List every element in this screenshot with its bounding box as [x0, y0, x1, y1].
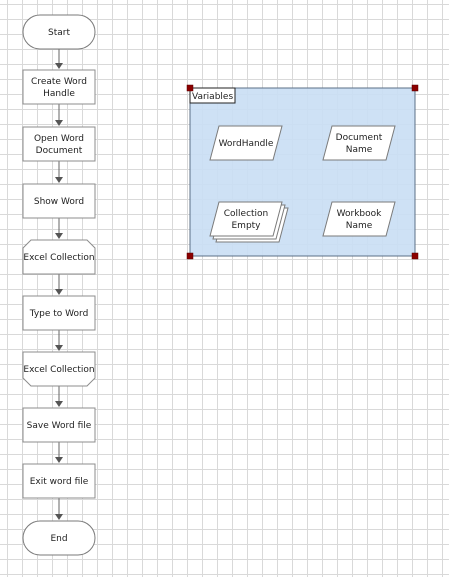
- type-to-word-node[interactable]: Type to Word: [22, 295, 96, 331]
- loop-start-shape[interactable]: [22, 239, 96, 275]
- wordhandle-data-item[interactable]: WordHandle: [209, 125, 283, 161]
- excel-collection-loop-end-node[interactable]: Excel Collection: [22, 351, 96, 387]
- arrow-head: [55, 401, 63, 407]
- exit-word-file-node[interactable]: Exit word file: [22, 463, 96, 499]
- arrow-head: [55, 120, 63, 126]
- connector-arrow[interactable]: [55, 442, 63, 463]
- variables-block-tab[interactable]: [189, 87, 236, 104]
- process-shape[interactable]: [22, 126, 96, 162]
- arrow-head: [55, 177, 63, 183]
- connector-arrow[interactable]: [55, 330, 63, 351]
- variable-label: Document: [336, 133, 383, 143]
- node-label: Open Word: [34, 134, 84, 144]
- arrow-head: [55, 233, 63, 239]
- node-label: Type to Word: [29, 309, 89, 319]
- variables-layer: WordHandleDocumentNameCollectionEmptyWor…: [209, 125, 396, 243]
- variable-label: Workbook: [337, 209, 383, 219]
- connector-arrow[interactable]: [55, 386, 63, 407]
- save-word-file-node[interactable]: Save Word file: [22, 407, 96, 443]
- variable-label: Empty: [231, 221, 261, 231]
- resize-handle-bottom-left[interactable]: [186, 252, 194, 260]
- variables-block-title: Variables: [192, 92, 233, 102]
- process-shape[interactable]: [22, 183, 96, 219]
- terminal-shape[interactable]: [22, 520, 96, 556]
- connector-arrow[interactable]: [55, 104, 63, 126]
- node-label: Save Word file: [27, 421, 92, 431]
- arrow-head: [55, 457, 63, 463]
- node-label: Show Word: [34, 197, 84, 207]
- create-word-handle-node[interactable]: Create WordHandle: [22, 69, 96, 105]
- loop-end-shape[interactable]: [22, 351, 96, 387]
- start-terminal[interactable]: Start: [22, 14, 96, 50]
- excel-collection-loop-start-node[interactable]: Excel Collection: [22, 239, 96, 275]
- node-label: Exit word file: [30, 477, 89, 487]
- connector-arrow[interactable]: [55, 161, 63, 183]
- arrow-head: [55, 345, 63, 351]
- connector-arrow[interactable]: [55, 49, 63, 69]
- variable-label: Name: [346, 221, 373, 231]
- variable-label: Collection: [224, 209, 269, 219]
- resize-handle-bottom-right[interactable]: [411, 252, 419, 260]
- node-label: Handle: [43, 89, 75, 99]
- collection-shape[interactable]: [209, 201, 283, 237]
- resize-handle-top-left[interactable]: [186, 84, 194, 92]
- connector-arrow[interactable]: [55, 274, 63, 295]
- node-label: Document: [36, 146, 83, 156]
- data-item-shape[interactable]: [322, 125, 396, 161]
- process-shape[interactable]: [22, 407, 96, 443]
- node-label: Create Word: [31, 77, 87, 87]
- node-label: Start: [48, 28, 70, 38]
- process-shape[interactable]: [22, 463, 96, 499]
- end-terminal[interactable]: End: [22, 520, 96, 556]
- variable-label: Name: [346, 145, 373, 155]
- process-shape[interactable]: [22, 295, 96, 331]
- resize-handle-top-right[interactable]: [411, 84, 419, 92]
- connector-arrow[interactable]: [55, 218, 63, 239]
- variable-label: WordHandle: [219, 139, 274, 149]
- arrow-head: [55, 63, 63, 69]
- terminal-shape[interactable]: [22, 14, 96, 50]
- node-label: Excel Collection: [23, 365, 94, 375]
- process-shape[interactable]: [22, 69, 96, 105]
- arrow-head: [55, 514, 63, 520]
- node-label: End: [50, 534, 67, 544]
- arrow-head: [55, 289, 63, 295]
- connector-arrow[interactable]: [55, 498, 63, 520]
- node-label: Excel Collection: [23, 253, 94, 263]
- data-item-shape[interactable]: [209, 125, 283, 161]
- connectors-layer: [55, 49, 63, 520]
- show-word-node[interactable]: Show Word: [22, 183, 96, 219]
- data-item-shape[interactable]: [322, 201, 396, 237]
